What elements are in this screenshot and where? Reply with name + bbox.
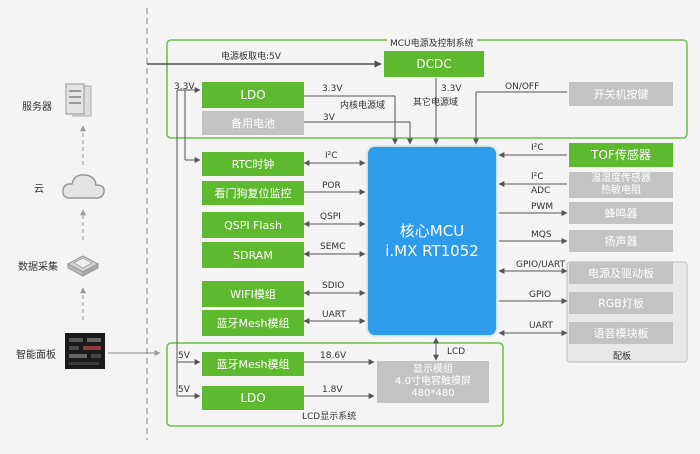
temp-humidity-line2: 热敏电阻 [601, 185, 641, 196]
qspi-flash-block: QSPI Flash [202, 212, 304, 238]
cloud-icon [60, 170, 108, 204]
display-title: 显示模组 [413, 364, 453, 375]
tof-sensor-block: TOF传感器 [569, 143, 673, 167]
display-spec: 4.0寸电容触摸屏 [395, 376, 471, 387]
ldo-block: LDO [202, 82, 304, 108]
v3-label: 3V [323, 113, 335, 123]
mqs-label: MQS [531, 230, 552, 240]
voice-board-block: 语音模块板 [569, 322, 673, 344]
semc-label: SEMC [320, 242, 346, 252]
temp-humidity-block: 温湿度传感器 热敏电阻 [569, 172, 673, 198]
adc-label: ADC [531, 186, 551, 196]
watchdog-block: 看门狗复位监控 [202, 181, 304, 205]
wifi-block: WIFI模组 [202, 281, 304, 307]
board-title: 配板 [613, 352, 632, 362]
v5-label-b: 5V [178, 385, 190, 395]
lcd-label: LCD [447, 347, 466, 357]
smart-panel-label: 智能面板 [16, 350, 56, 361]
smart-panel-icon [65, 333, 105, 369]
backup-battery-block: 备用电池 [202, 111, 304, 135]
qspi-label: QSPI [320, 212, 341, 222]
other-domain-label: 其它电源域 [413, 98, 459, 108]
rtc-block: RTC时钟 [202, 152, 304, 176]
i2c-label-tof: I²C [531, 143, 544, 153]
uart-label-voice: UART [529, 321, 553, 331]
display-module-block: 显示模组 4.0寸电容触摸屏 480*480 [377, 361, 489, 403]
lcd-system-frame [166, 342, 504, 427]
onoff-label: ON/OFF [505, 82, 540, 92]
v18-label: 1.8V [322, 385, 343, 395]
chip-icon [64, 248, 102, 278]
v33-label-left: 3.3V [174, 82, 195, 92]
gpio-label: GPIO [529, 290, 552, 300]
temp-humidity-line1: 温湿度传感器 [591, 173, 651, 184]
lcd-system-title: LCD显示系统 [302, 412, 357, 422]
display-resolution: 480*480 [411, 388, 455, 399]
v33-label-ldo: 3.3V [322, 84, 343, 94]
i2c-label-temp: I²C [531, 172, 544, 182]
v33-label-dcdc: 3.3V [441, 84, 462, 94]
sdram-block: SDRAM [202, 242, 304, 268]
pwm-label: PWM [531, 202, 554, 212]
uart-label-bt: UART [322, 310, 346, 320]
mcu-name: 核心MCU [399, 222, 465, 240]
data-collect-label: 数据采集 [18, 262, 58, 273]
core-domain-label: 内核电源域 [340, 101, 386, 111]
sdio-label: SDIO [322, 281, 345, 291]
i2c-label-rtc: I²C [325, 151, 338, 161]
rgb-board-block: RGB灯板 [569, 292, 673, 314]
server-label: 服务器 [22, 102, 52, 113]
server-icon [63, 82, 95, 118]
mcu-power-title: MCU电源及控制系统 [387, 36, 477, 49]
lcd-ldo-block: LDO [202, 386, 304, 410]
mcu-block: 核心MCU i.MX RT1052 [368, 147, 496, 335]
cloud-label: 云 [34, 184, 44, 195]
power-board-5v-label: 电源板取电:5V [221, 52, 281, 62]
por-label: POR [322, 181, 341, 191]
bt-mesh-block: 蓝牙Mesh模组 [202, 310, 304, 336]
speaker-block: 扬声器 [569, 230, 673, 252]
buzzer-block: 蜂鸣器 [569, 202, 673, 224]
lcd-bt-mesh-block: 蓝牙Mesh模组 [202, 352, 304, 376]
power-drive-board-block: 电源及驱动板 [569, 262, 673, 284]
v5-label-a: 5V [178, 351, 190, 361]
power-button-block: 开关机按键 [569, 82, 673, 106]
v186-label: 18.6V [320, 351, 347, 361]
gpio-uart-label: GPIO/UART [516, 260, 566, 270]
mcu-model: i.MX RT1052 [385, 242, 479, 260]
dcdc-block: DCDC [384, 51, 484, 77]
